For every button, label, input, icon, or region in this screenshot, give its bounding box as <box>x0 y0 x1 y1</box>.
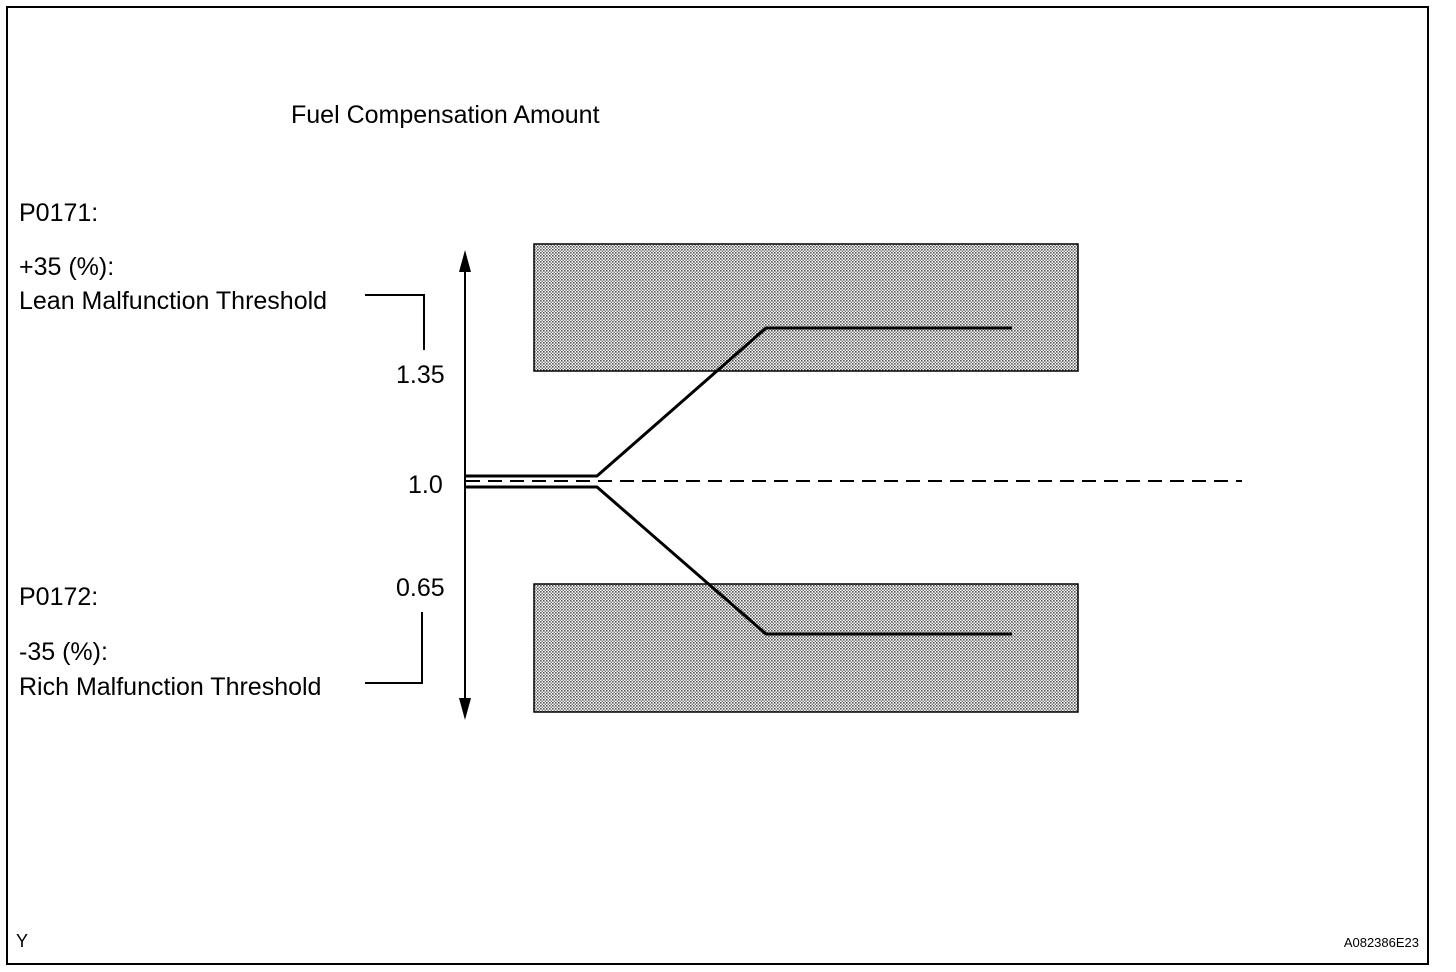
axis-arrow-down-icon <box>459 698 471 720</box>
center-tick-label: 1.0 <box>408 471 443 499</box>
lean-threshold-label: Lean Malfunction Threshold <box>19 287 327 315</box>
rich-leader-line <box>365 612 423 684</box>
figure-id: A082386E23 <box>1344 935 1419 950</box>
rich-percent-label: -35 (%): <box>19 638 108 666</box>
rich-malfunction-zone <box>533 583 1079 713</box>
lean-malfunction-zone <box>533 243 1079 372</box>
diagram-title: Fuel Compensation Amount <box>291 101 600 129</box>
upper-tick-label: 1.35 <box>396 361 445 389</box>
lean-percent-label: +35 (%): <box>19 253 114 281</box>
axis-arrow-up-icon <box>459 250 471 272</box>
rich-code-label: P0172: <box>19 583 98 611</box>
rich-compensation-curve <box>466 485 1012 636</box>
lean-compensation-curve <box>466 326 1012 478</box>
lean-code-label: P0171: <box>19 199 98 227</box>
figure-frame <box>6 6 1429 965</box>
lean-leader-line <box>365 294 425 350</box>
rich-threshold-label: Rich Malfunction Threshold <box>19 673 321 701</box>
footer-left-mark: Y <box>16 931 28 951</box>
lower-tick-label: 0.65 <box>396 574 445 602</box>
